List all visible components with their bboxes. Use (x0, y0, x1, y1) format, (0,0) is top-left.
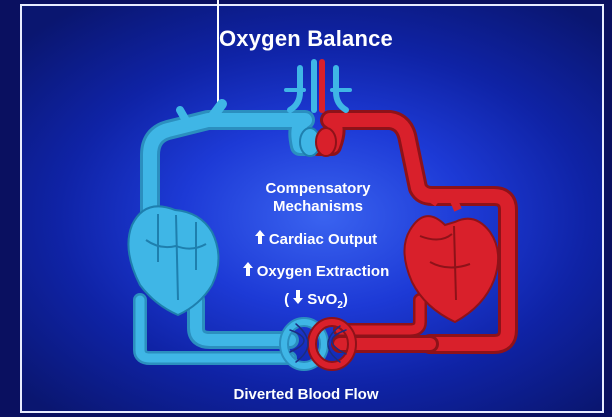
oxygen-extraction-label: Oxygen Extraction (257, 263, 390, 280)
cardiac-output-label: Cardiac Output (269, 231, 377, 248)
svo2-open-paren: ( (284, 291, 289, 308)
diverted-blood-flow-label: Diverted Blood Flow (0, 386, 612, 403)
mechanisms-heading-line1: Compensatory (238, 180, 398, 198)
oxygen-extraction-row: Oxygen Extraction (216, 262, 416, 281)
diagram-title: Oxygen Balance (0, 26, 612, 52)
up-arrow-icon (243, 262, 253, 281)
svo2-close-paren: ) (343, 291, 348, 308)
up-arrow-icon (255, 230, 265, 249)
svo2-row: ( SvO2) (266, 290, 366, 315)
cardiac-output-row: Cardiac Output (226, 230, 406, 249)
down-arrow-icon (293, 290, 303, 309)
mechanisms-heading-line2: Mechanisms (238, 198, 398, 216)
svo2-label: SvO (307, 291, 337, 308)
mechanisms-heading: Compensatory Mechanisms (238, 180, 398, 216)
